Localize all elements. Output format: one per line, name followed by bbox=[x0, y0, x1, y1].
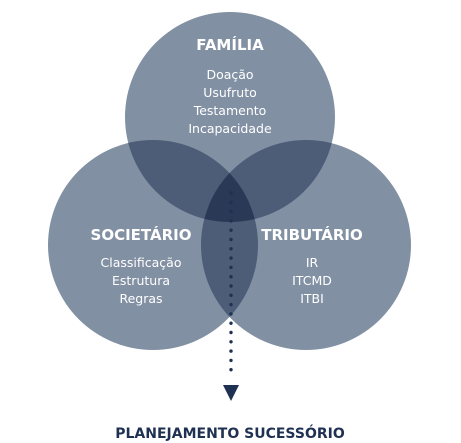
circle-item-itcmd: ITCMD bbox=[292, 273, 332, 288]
overlap-familia-tributario bbox=[201, 140, 335, 222]
arrow-dot bbox=[229, 368, 233, 372]
arrow-dot bbox=[229, 293, 233, 297]
circle-title-familia: FAMÍLIA bbox=[196, 35, 264, 54]
circle-item-ir: IR bbox=[306, 255, 319, 270]
arrow-dot bbox=[229, 237, 233, 242]
circle-title-societario: SOCIETÁRIO bbox=[91, 225, 192, 244]
arrow-dot bbox=[229, 358, 233, 363]
arrow-dot bbox=[229, 247, 233, 251]
arrow-dot bbox=[229, 302, 233, 307]
arrow-dot bbox=[229, 321, 233, 325]
arrow-dot bbox=[229, 191, 233, 195]
circle-item-regras: Regras bbox=[119, 291, 162, 306]
arrow-dot bbox=[229, 284, 233, 288]
circle-item-itbi: ITBI bbox=[300, 291, 324, 306]
arrow-dot bbox=[229, 340, 233, 344]
arrow-dot bbox=[229, 200, 233, 204]
circle-item-estrutura: Estrutura bbox=[112, 273, 170, 288]
circle-item-usufruto: Usufruto bbox=[203, 85, 257, 100]
circle-title-tributario: TRIBUTÁRIO bbox=[261, 225, 363, 244]
arrow-dot bbox=[229, 265, 233, 270]
arrow-dot bbox=[229, 275, 233, 279]
circle-item-doacao: Doação bbox=[206, 67, 253, 82]
circle-item-testamento: Testamento bbox=[193, 103, 267, 118]
arrow-dot bbox=[229, 330, 233, 335]
arrow-dot bbox=[229, 219, 233, 223]
arrow-dot bbox=[229, 349, 233, 353]
circle-item-incapacidade: Incapacidade bbox=[188, 121, 272, 136]
arrow-dot bbox=[229, 312, 233, 316]
arrow-down-icon bbox=[223, 385, 239, 401]
arrow-dot bbox=[229, 209, 233, 214]
circle-item-classificacao: Classificação bbox=[101, 255, 182, 270]
arrow-dot bbox=[229, 256, 233, 260]
overlap-familia-societario bbox=[125, 140, 258, 222]
dotted-arrow-line bbox=[229, 191, 233, 372]
result-label: PLANEJAMENTO SUCESSÓRIO bbox=[115, 424, 345, 442]
arrow-dot bbox=[229, 228, 233, 232]
